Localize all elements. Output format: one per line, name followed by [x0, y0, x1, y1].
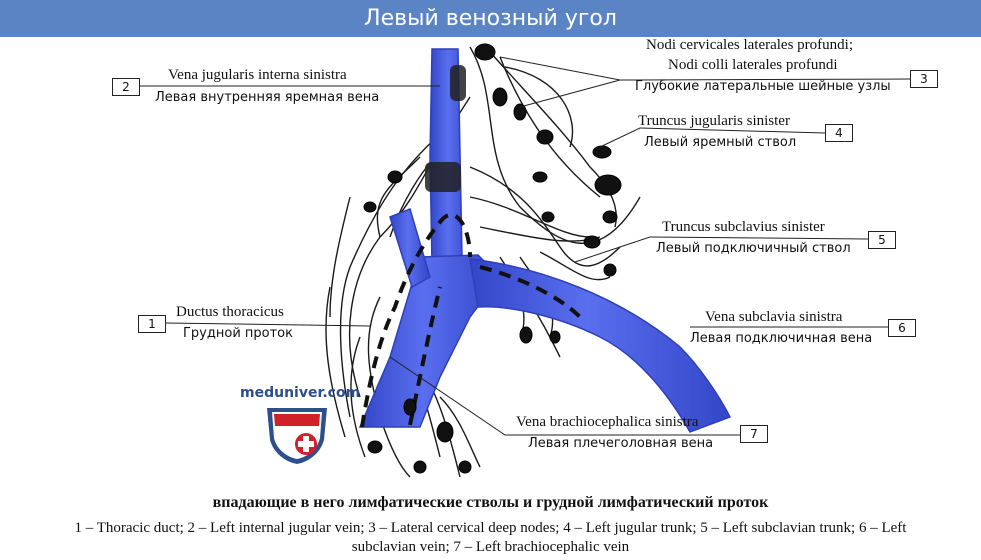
- leader-lines: [140, 56, 911, 436]
- label-4-latin: Truncus jugularis sinister: [638, 113, 790, 129]
- label-1-ru: Грудной проток: [183, 326, 293, 341]
- site-watermark: meduniver.com: [240, 385, 361, 401]
- label-2-latin: Vena jugularis interna sinistra: [168, 67, 347, 83]
- caption-legend: 1 – Thoracic duct; 2 – Left internal jug…: [0, 519, 981, 557]
- label-7-latin: Vena brachiocephalica sinistra: [516, 414, 699, 430]
- label-5-latin: Truncus subclavius sinister: [662, 219, 825, 235]
- label-4-ru: Левый яремный ствол: [644, 135, 797, 150]
- label-3-latin-line1: Nodi cervicales laterales profundi;: [646, 37, 853, 53]
- page-title: Левый венозный угол: [0, 0, 981, 37]
- label-5-ru: Левый подключичный ствол: [656, 241, 851, 256]
- label-number-7: 7: [740, 425, 768, 443]
- label-3-latin-line2: Nodi colli laterales profundi: [668, 57, 838, 73]
- label-6-latin: Vena subclavia sinistra: [705, 309, 843, 325]
- label-2-ru: Левая внутренняя яремная вена: [155, 90, 380, 105]
- label-number-5: 5: [868, 231, 896, 249]
- label-number-6: 6: [888, 319, 916, 337]
- label-7-ru: Левая плечеголовная вена: [528, 436, 714, 451]
- caption-legend-line2: subclavian vein; 7 – Left brachiocephali…: [351, 539, 630, 555]
- shield-logo-icon: [267, 408, 327, 464]
- label-number-4: 4: [825, 124, 853, 142]
- veins: [358, 48, 732, 433]
- caption-title: впадающие в него лимфатические стволы и …: [212, 494, 769, 511]
- anatomy-illustration: [140, 43, 911, 478]
- lymph-nodes: [363, 43, 622, 474]
- thoracic-duct: [360, 213, 582, 428]
- lymph-plexus: [425, 65, 466, 192]
- label-number-2: 2: [112, 78, 140, 96]
- caption-legend-line1: 1 – Thoracic duct; 2 – Left internal jug…: [74, 520, 907, 536]
- subclavian-vein: [469, 258, 732, 433]
- label-1-latin: Ductus thoracicus: [176, 304, 284, 320]
- label-number-3: 3: [910, 70, 938, 88]
- label-number-1: 1: [138, 315, 166, 333]
- label-3-ru: Глубокие латеральные шейные узлы: [635, 79, 891, 94]
- label-6-ru: Левая подключичная вена: [690, 331, 873, 346]
